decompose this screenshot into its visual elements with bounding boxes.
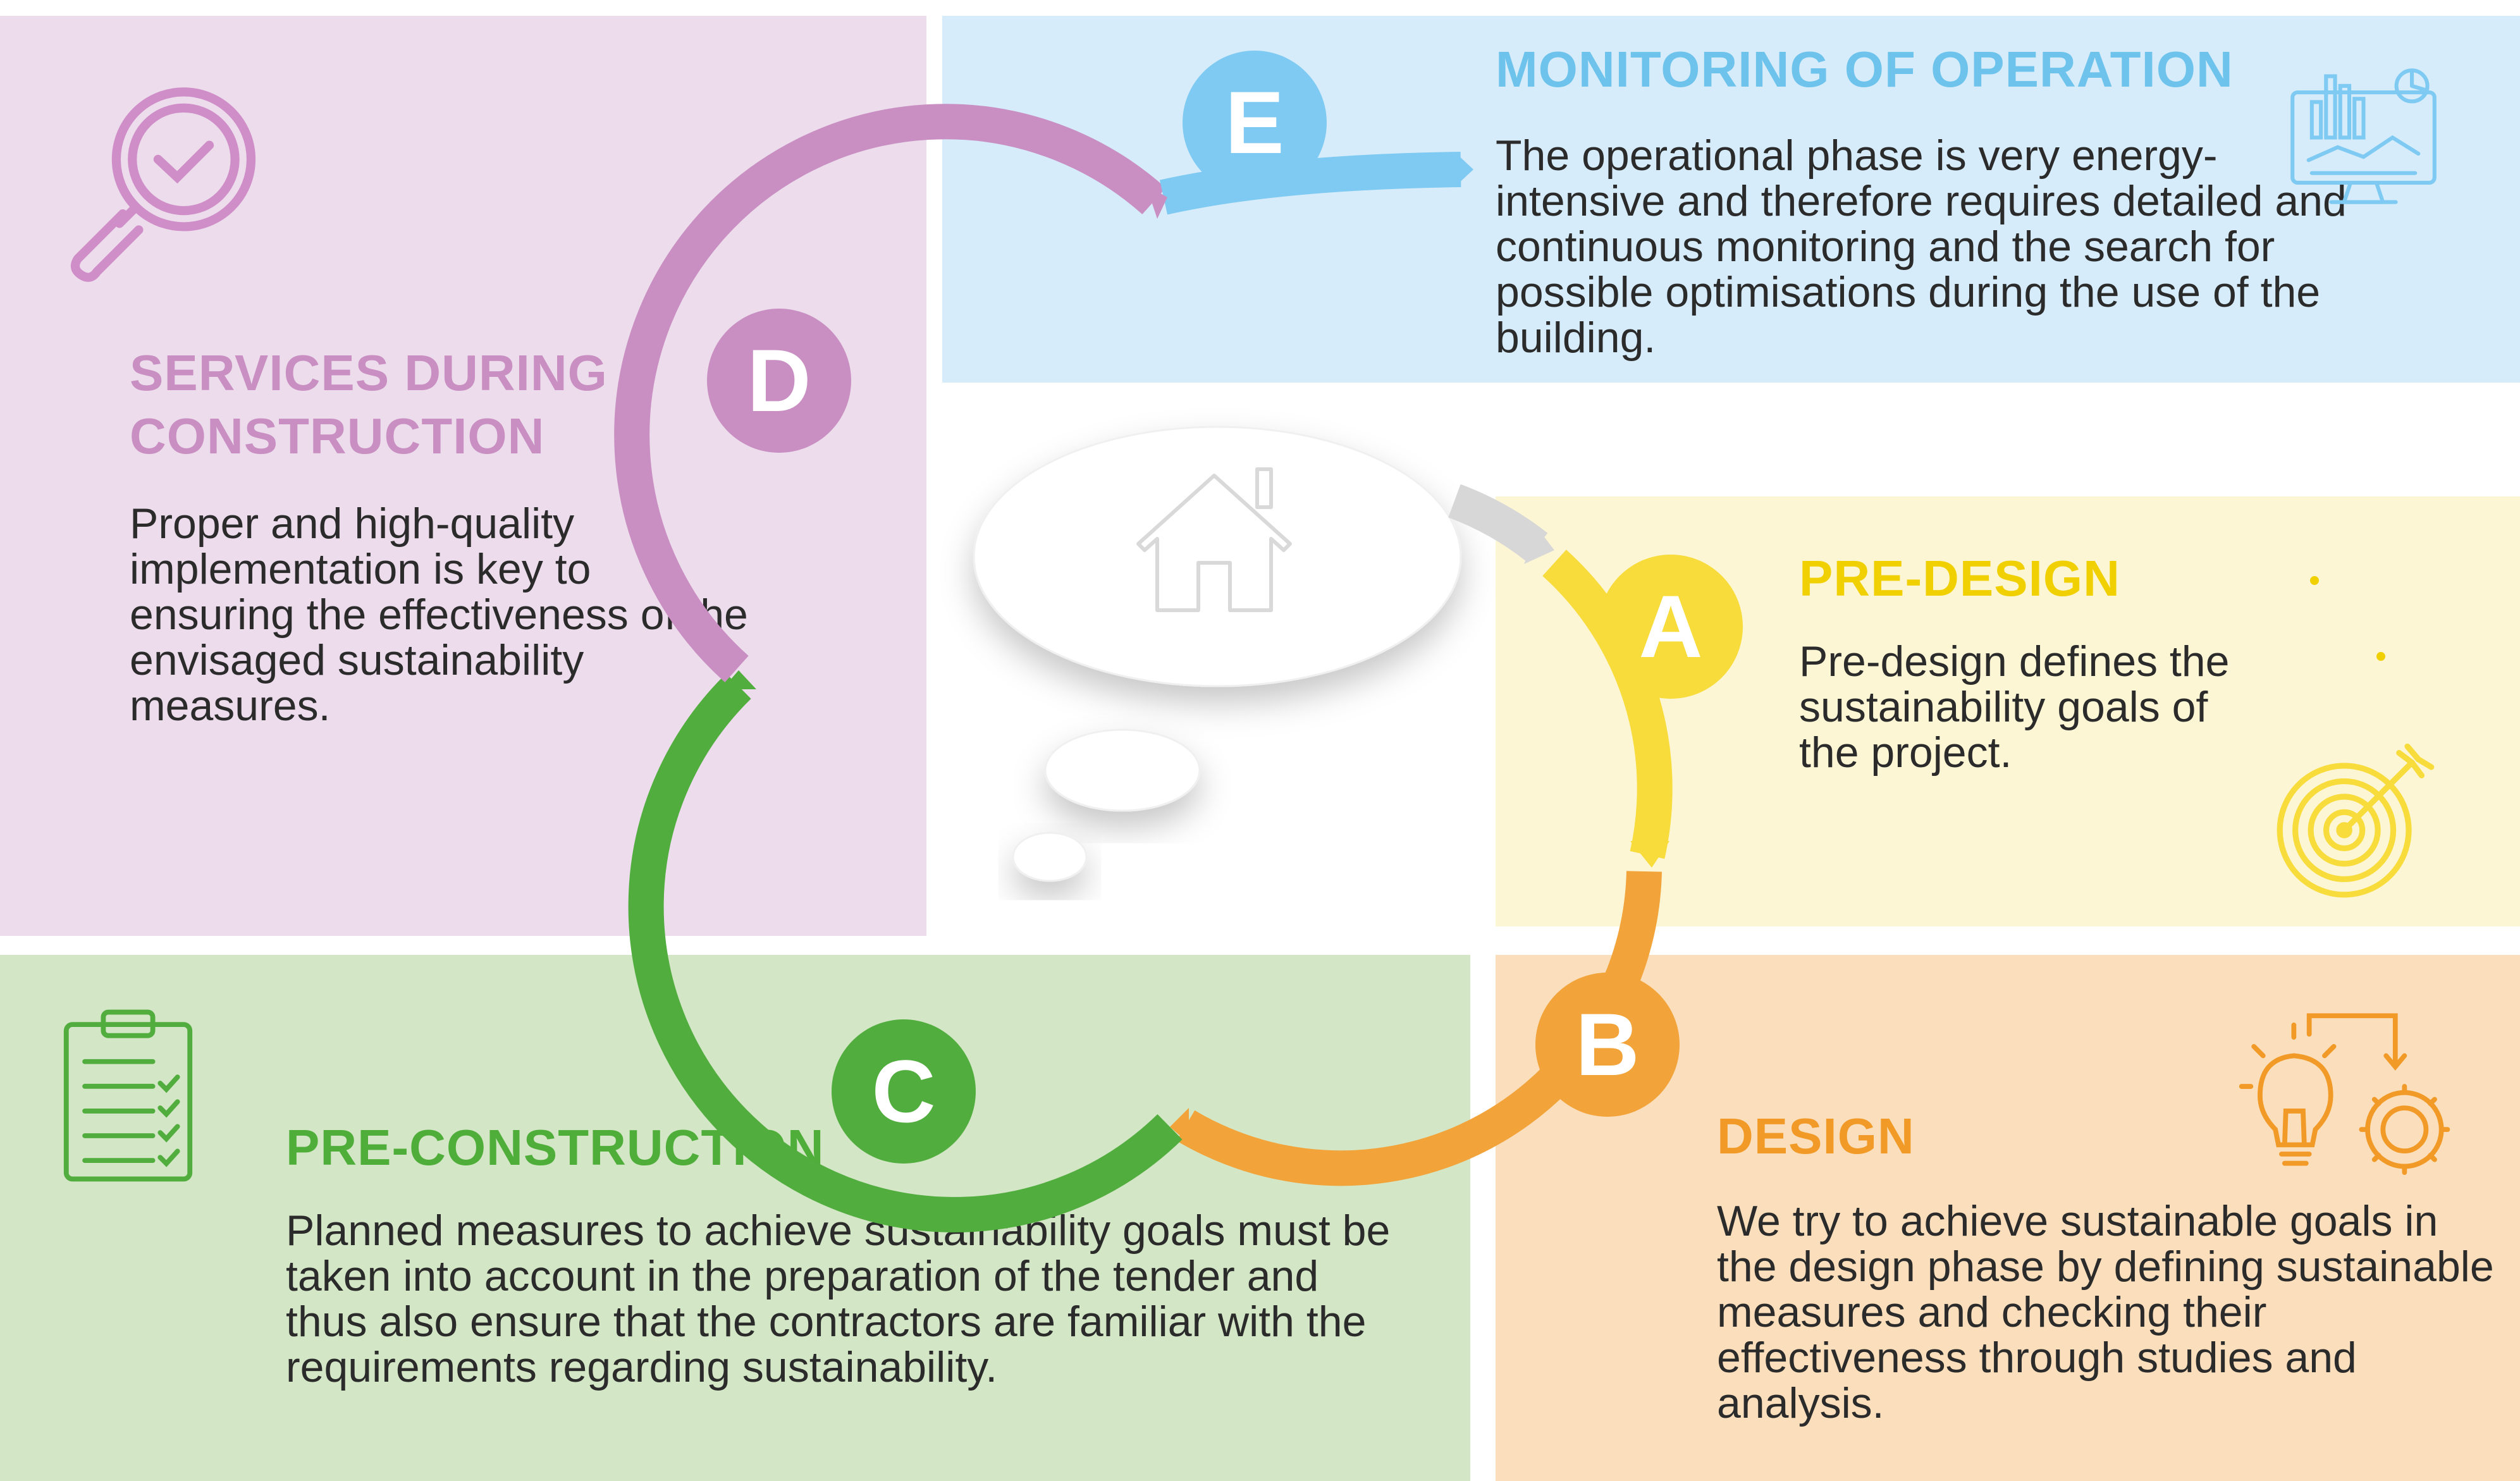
cycle-arrow-monitoring [1146, 185, 1167, 219]
phase-badge-d: D [707, 309, 851, 453]
panel-pre-construction [0, 955, 1470, 1481]
monitoring-title: MONITORING OF OPERATION [1496, 41, 2234, 97]
pre-design-title: PRE-DESIGN [1799, 550, 2120, 606]
cycle-segment-services [614, 104, 1166, 682]
cycle-segment-grey [1447, 484, 1548, 562]
magnifier-check-icon [70, 87, 256, 282]
decor-dot [2376, 652, 2385, 661]
lightbulb-gear-icon [2239, 1013, 2450, 1176]
cycle-arrow-pre-construction [1170, 1108, 1189, 1143]
monitoring-description: The operational phase is very energy-int… [1496, 132, 2347, 362]
design-title: DESIGN [1717, 1108, 1915, 1164]
services-description: Proper and high-quality implementation i… [130, 500, 748, 730]
target-arrow-icon [2277, 743, 2435, 898]
cycle-arrow-design [1630, 841, 1669, 868]
services-title: SERVICES DURING CONSTRUCTION [130, 345, 608, 464]
cycle-segment-pre-design [1542, 550, 1673, 859]
design-description: We try to achieve sustainable goals in t… [1717, 1197, 2494, 1427]
clipboard-checklist-icon [63, 1009, 193, 1182]
cycle-segment-design [1176, 871, 1662, 1186]
phase-badge-e: E [1183, 51, 1327, 195]
phase-badge-b: B [1535, 973, 1680, 1117]
dashboard-monitor-icon [2290, 68, 2437, 204]
phase-badge-c: C [832, 1019, 976, 1164]
cycle-arrow-pre-design [1524, 529, 1554, 564]
decor-dot [2310, 576, 2319, 585]
cycle-arrow-end [1454, 152, 1473, 187]
cycle-arrow-services [722, 670, 756, 689]
pre-construction-description: Planned measures to achieve sustainabili… [286, 1207, 1391, 1391]
house-icon [1136, 467, 1292, 612]
phase-badge-a: A [1599, 555, 1743, 699]
cycle-segment-pre-construction [628, 673, 1183, 1233]
pre-design-description: Pre-design defines the sustainability go… [1799, 637, 2230, 777]
